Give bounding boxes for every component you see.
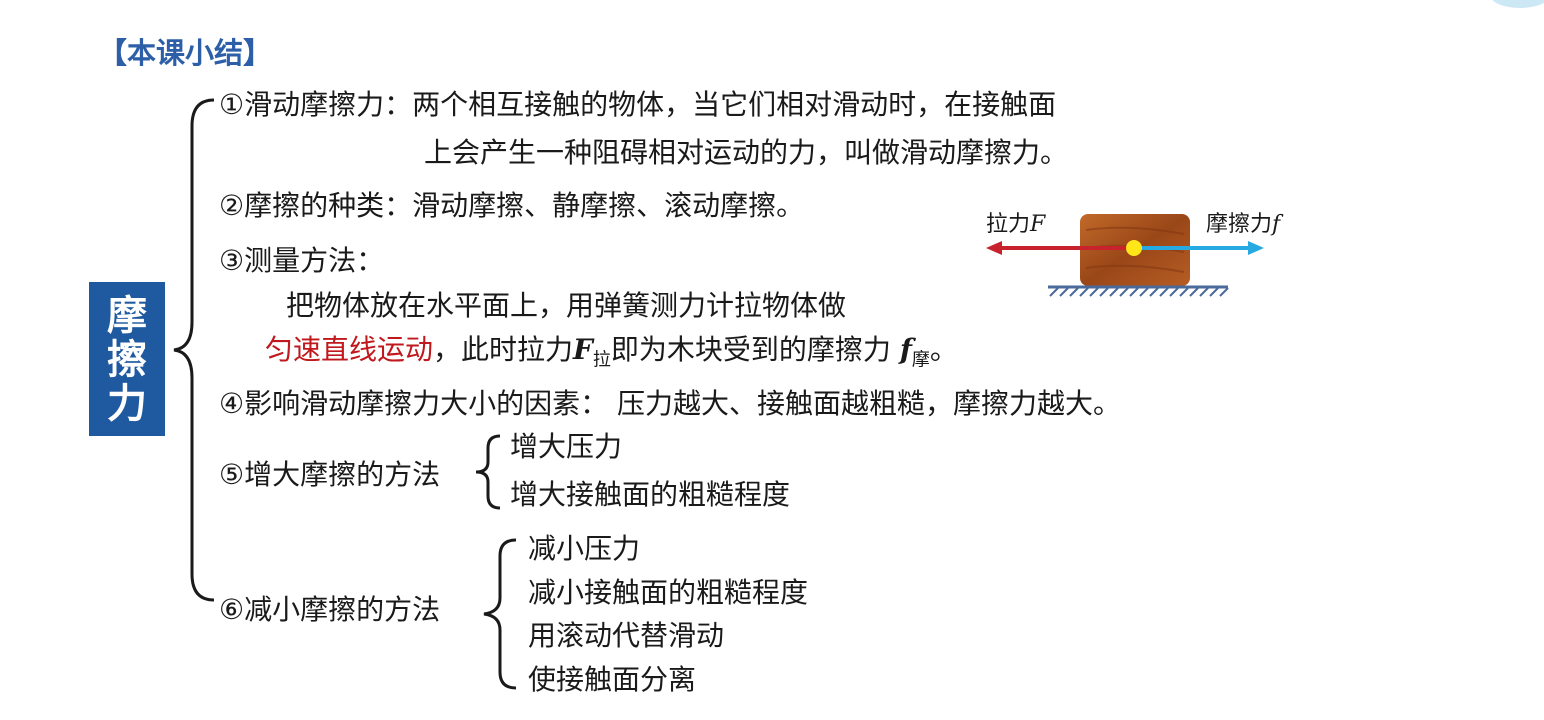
main-topic-box: 摩 擦 力 xyxy=(89,282,165,436)
decrease-method-4: 使接触面分离 xyxy=(528,663,697,696)
measure-label: ③测量方法： xyxy=(219,244,385,277)
topic-char: 摩 xyxy=(107,293,147,339)
measure-text-2a: ，此时拉力 xyxy=(433,333,574,366)
topic-char: 力 xyxy=(107,381,147,427)
definition-line1: ①滑动摩擦力：两个相互接触的物体，当它们相对滑动时，在接触面 xyxy=(219,88,1056,122)
topic-char: 擦 xyxy=(107,337,147,383)
application-point xyxy=(1126,240,1142,256)
measure-text-2b: 即为木块受到的摩擦力 xyxy=(610,333,891,366)
increase-method-1: 增大压力 xyxy=(510,430,623,463)
main-brace xyxy=(173,98,215,602)
decrease-method-3: 用滚动代替滑动 xyxy=(528,619,725,652)
pull-force-symbol: F拉 xyxy=(573,333,611,371)
pull-force-label: 拉力F xyxy=(986,212,1046,237)
definition-text-1: 两个相互接触的物体，当它们相对滑动时，在接触面 xyxy=(412,88,1057,121)
measure-line-2: 匀速直线运动，此时拉力F拉即为木块受到的摩擦力 f摩。 xyxy=(265,333,958,378)
friction-force-label: 摩擦力f xyxy=(1206,212,1281,237)
decrease-method-1: 减小压力 xyxy=(528,532,641,565)
increase-label: ⑤增大摩擦的方法 xyxy=(219,458,441,491)
measure-text-1: 把物体放在水平面上，用弹簧测力计拉物体做 xyxy=(286,289,847,322)
decrease-label: ⑥减小摩擦的方法 xyxy=(219,593,441,626)
corner-decoration xyxy=(1490,0,1544,8)
factors-text: ④影响滑动摩擦力大小的因素： 压力越大、接触面越粗糙，摩擦力越大。 xyxy=(219,387,1122,420)
decrease-method-2: 减小接触面的粗糙程度 xyxy=(528,576,809,609)
measure-text-2c: 。 xyxy=(929,333,958,366)
increase-brace xyxy=(475,434,501,510)
types-text: ②摩擦的种类：滑动摩擦、静摩擦、滚动摩擦。 xyxy=(219,189,805,222)
ground-hatch xyxy=(1049,287,1229,297)
definition-text-2: 上会产生一种阻碍相对运动的力，叫做滑动摩擦力。 xyxy=(424,136,1069,169)
friction-force-symbol: f摩 xyxy=(899,333,930,371)
definition-label: ①滑动摩擦力： xyxy=(219,88,413,121)
section-title: 【本课小结】 xyxy=(98,36,273,70)
force-diagram xyxy=(986,214,1264,297)
increase-method-2: 增大接触面的粗糙程度 xyxy=(510,478,791,511)
highlight-uniform-motion: 匀速直线运动 xyxy=(265,333,434,366)
decrease-brace xyxy=(483,538,517,690)
